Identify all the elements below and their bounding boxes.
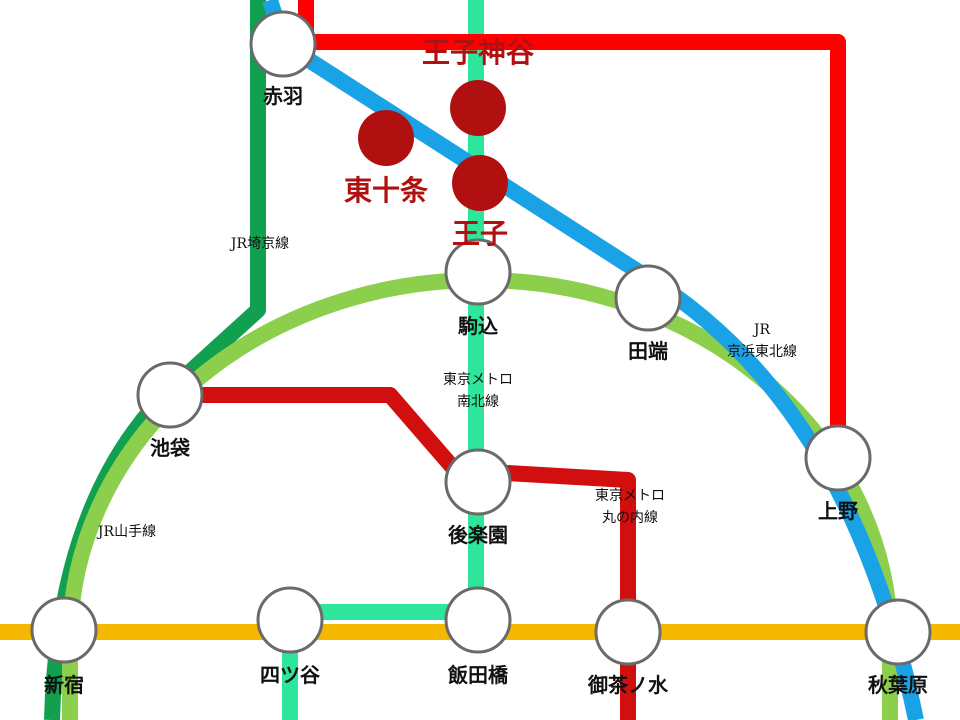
station-komagome[interactable] — [444, 238, 512, 306]
higashi-jujo-marker[interactable] — [358, 110, 414, 166]
station-akihabara[interactable] — [864, 598, 932, 666]
label-ueno: 上野 — [818, 499, 858, 523]
station-yotsuya[interactable] — [256, 586, 324, 654]
station-ueno[interactable] — [804, 424, 872, 492]
station-ochanomizu[interactable] — [594, 598, 662, 666]
label-keihin-line-1: JR — [752, 322, 771, 338]
station-shinjuku[interactable] — [30, 596, 98, 664]
station-korakuen[interactable] — [444, 448, 512, 516]
oji-kamiya-marker[interactable] — [450, 80, 506, 136]
label-nanboku-line-1: 東京メトロ — [443, 372, 513, 388]
label-yamanote-line: JR山手線 — [96, 524, 156, 540]
label-iidabashi: 飯田橋 — [447, 663, 509, 687]
label-tabata: 田端 — [628, 339, 668, 363]
label-higashi-jujo: 東十条 — [344, 174, 428, 207]
marunouchi-line — [170, 387, 636, 720]
label-keihin-line-2: 京浜東北線 — [727, 344, 797, 360]
label-yotsuya: 四ツ谷 — [260, 663, 321, 687]
label-saikyo-line: JR埼京線 — [229, 236, 289, 252]
station-tabata[interactable] — [614, 264, 682, 332]
label-ochanomizu: 御茶ノ水 — [587, 673, 669, 697]
label-nanboku-line-2: 南北線 — [457, 394, 499, 410]
oji-marker[interactable] — [452, 155, 508, 211]
label-korakuen: 後楽園 — [448, 523, 508, 547]
label-oji-kamiya: 王子神谷 — [422, 36, 535, 69]
label-akihabara: 秋葉原 — [868, 673, 928, 697]
label-komagome: 駒込 — [458, 314, 498, 338]
station-iidabashi[interactable] — [444, 586, 512, 654]
station-akabane[interactable] — [249, 10, 317, 78]
label-shinjuku: 新宿 — [44, 673, 84, 697]
label-oji: 王子 — [452, 217, 508, 250]
station-ikebukuro[interactable] — [136, 361, 204, 429]
label-marunouchi-line-2: 丸の内線 — [602, 510, 658, 526]
label-marunouchi-line-1: 東京メトロ — [595, 488, 665, 504]
label-ikebukuro: 池袋 — [150, 436, 191, 460]
label-akabane: 赤羽 — [263, 84, 303, 108]
